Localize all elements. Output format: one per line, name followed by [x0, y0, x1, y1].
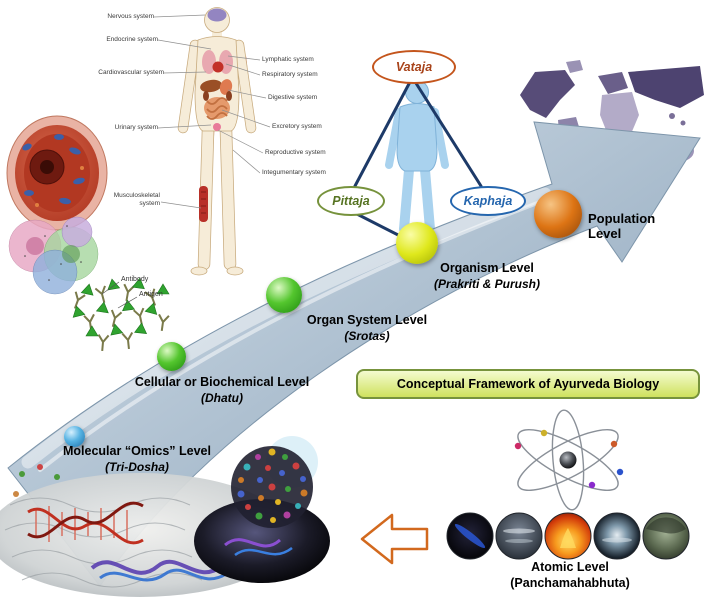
panchamahabhuta-elements: [446, 512, 690, 560]
antigen-label: Antigen: [139, 291, 163, 298]
sphere-organ-level: [266, 277, 302, 313]
anatomy-label-digestive: Digestive system: [268, 94, 318, 101]
element-fire-icon: [544, 512, 592, 560]
atom-icon: [514, 409, 624, 511]
sublabel-cellular-level: (Dhatu): [201, 391, 243, 405]
dosha-ellipse-vataja: Vataja: [372, 50, 456, 84]
element-air-icon: [495, 512, 543, 560]
anatomy-label-cardiovascular: Cardiovascular system: [98, 69, 164, 76]
label-atomic-level: Atomic Level: [531, 560, 609, 574]
cell-illustration: [6, 115, 108, 231]
framework-title-box: Conceptual Framework of Ayurveda Biology: [356, 369, 700, 399]
dosha-ellipse-kaphaja: Kaphaja: [450, 186, 526, 216]
sublabel-molecular-level: (Tri-Dosha): [105, 460, 169, 474]
left-arrow-icon: [360, 513, 429, 565]
antibody-label: Antibody: [121, 276, 149, 283]
sphere-population-level: [534, 190, 582, 238]
anatomy-label-reproductive: Reproductive system: [265, 149, 326, 156]
molecular-collage: [0, 436, 330, 597]
sphere-organism-level: [396, 222, 438, 264]
anatomy-label-respiratory: Respiratory system: [262, 71, 318, 78]
anatomy-label-integumentary: Integumentary system: [262, 169, 326, 176]
sphere-molecular-level: [64, 426, 85, 447]
sublabel-organ-level: (Srotas): [344, 329, 390, 343]
sphere-cellular-level: [157, 342, 186, 371]
anatomy-label-urinary: Urinary system: [114, 124, 158, 131]
antibody-antigen-diagram: [72, 277, 170, 352]
element-water-icon: [593, 512, 641, 560]
sublabel-organism-level: (Prakriti & Purush): [433, 277, 541, 291]
sublabel-atomic-level: (Panchamahabhuta): [510, 576, 630, 590]
anatomy-leader-lines: [153, 14, 271, 209]
label-organism-level: Organism Level: [440, 261, 534, 275]
element-space-icon: [446, 512, 494, 560]
framework-title-text: Conceptual Framework of Ayurveda Biology: [396, 377, 660, 391]
virus-illustration: [231, 436, 318, 528]
dna-illustration: [27, 501, 144, 545]
label-population-level: Population Level: [588, 211, 656, 241]
label-cellular-level: Cellular or Biochemical Level: [134, 375, 310, 389]
anatomy-label-lymphatic: Lymphatic system: [262, 56, 314, 63]
anatomy-label-endocrine: Endocrine system: [106, 36, 158, 43]
human-silhouette: [385, 80, 449, 234]
label-molecular-level: Molecular “Omics” Level: [63, 444, 211, 458]
dosha-ellipse-pittaja: Pittaja: [317, 186, 385, 216]
anatomy-label-nervous: Nervous system: [107, 13, 154, 20]
anatomy-figure: [153, 7, 271, 276]
element-earth-icon: [642, 512, 690, 560]
anatomy-label-excretory: Excretory system: [272, 123, 322, 130]
label-organ-level: Organ System Level: [306, 313, 428, 327]
anatomy-label-musculoskeletal: Musculoskeletal system: [113, 192, 160, 207]
cell-cluster-illustration: [8, 216, 99, 295]
